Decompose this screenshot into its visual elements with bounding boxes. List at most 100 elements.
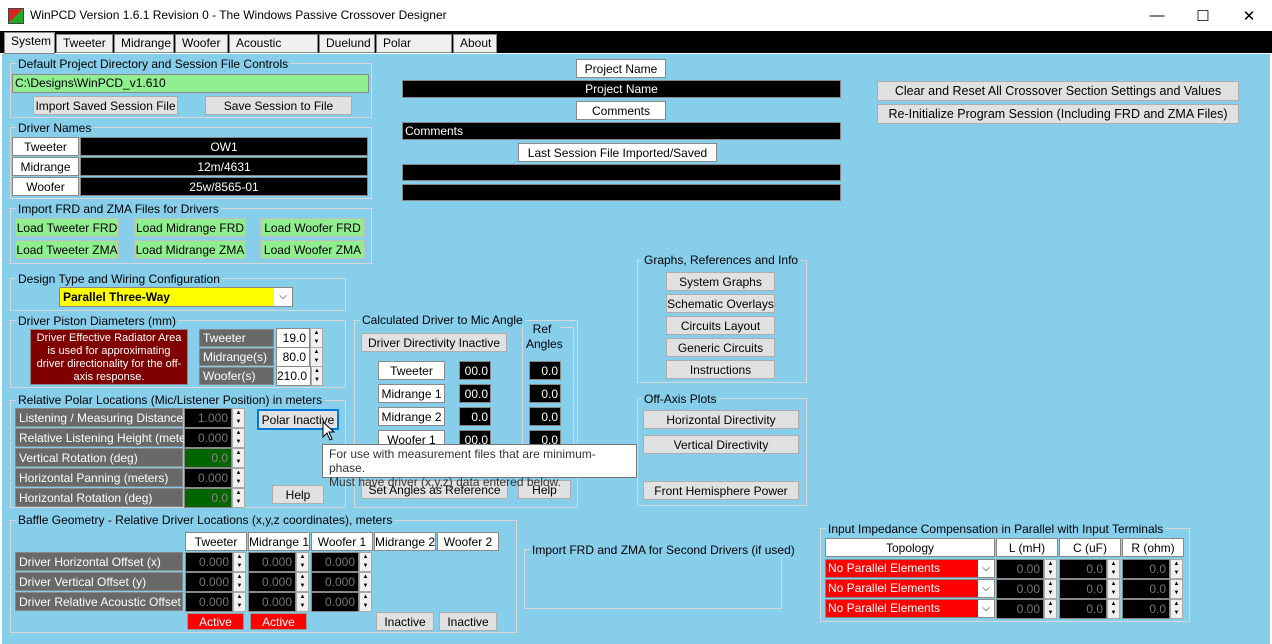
imp-topology-select-1[interactable]: No Parallel Elements⌵ [825, 559, 995, 578]
imp-r-input-1[interactable]: 0.0▲▼ [1122, 559, 1183, 579]
chevron-down-icon[interactable]: ⌵ [978, 600, 994, 617]
piston-tweeter-input[interactable]: 19.0▲▼ [276, 328, 323, 348]
tab-system[interactable]: System [4, 32, 55, 54]
project-name-field[interactable]: Project Name [402, 80, 841, 98]
baffle-x-woofer-input[interactable]: 0.000▲▼ [311, 552, 372, 572]
baffle-z-midrange-input[interactable]: 0.000▲▼ [248, 592, 309, 612]
vertical-rotation-label: Vertical Rotation (deg) [15, 448, 183, 467]
tab-about[interactable]: About [453, 34, 497, 53]
circuits-layout-button[interactable]: Circuits Layout [666, 316, 775, 335]
design-type-select[interactable]: Parallel Three-Way⌵ [59, 287, 293, 307]
save-session-button[interactable]: Save Session to File [205, 96, 352, 115]
baffle-y-midrange-input[interactable]: 0.000▲▼ [248, 572, 309, 592]
minimize-button[interactable]: — [1149, 7, 1165, 24]
schematic-overlays-button[interactable]: Schematic Overlays [666, 294, 775, 313]
import-session-button[interactable]: Import Saved Session File [33, 96, 178, 115]
baffle-z-woofer-input[interactable]: 0.000▲▼ [311, 592, 372, 612]
imp-topology-select-2[interactable]: No Parallel Elements⌵ [825, 579, 995, 598]
project-dir-legend: Default Project Directory and Session Fi… [16, 57, 291, 71]
vertical-directivity-button[interactable]: Vertical Directivity [643, 435, 799, 454]
baffle-y-woofer-input[interactable]: 0.000▲▼ [311, 572, 372, 592]
maximize-button[interactable]: ☐ [1196, 7, 1210, 25]
app-icon [8, 8, 24, 24]
midrange1-active-button[interactable]: Active [250, 613, 307, 630]
woofer-name-field[interactable]: 25w/8565-01 [80, 177, 368, 196]
imp-col-c: C (uF) [1059, 538, 1121, 557]
imp-c-input-1[interactable]: 0.0▲▼ [1059, 559, 1120, 579]
project-name-label: Project Name [576, 59, 666, 78]
graphs-legend: Graphs, References and Info [642, 253, 801, 267]
imp-r-input-3[interactable]: 0.0▲▼ [1122, 599, 1183, 619]
polar-inactive-button[interactable]: Polar Inactive [257, 409, 339, 430]
woofer2-inactive-button[interactable]: Inactive [439, 612, 497, 631]
tab-acoustic-offset[interactable]: Acoustic Offset [229, 34, 318, 67]
baffle-z-label: Driver Relative Acoustic Offset (z) [15, 592, 198, 611]
piston-tweeter-label: Tweeter [199, 329, 274, 347]
tab-duelund[interactable]: Duelund [319, 34, 375, 53]
chevron-down-icon[interactable]: ⌵ [274, 288, 292, 306]
imp-c-input-3[interactable]: 0.0▲▼ [1059, 599, 1120, 619]
midrange-name-label: Midrange [12, 157, 79, 176]
imp-topology-select-3[interactable]: No Parallel Elements⌵ [825, 599, 995, 618]
baffle-y-tweeter-input[interactable]: 0.000▲▼ [185, 572, 246, 592]
reinitialize-button[interactable]: Re-Initialize Program Session (Including… [877, 104, 1239, 124]
driver-directivity-button[interactable]: Driver Directivity Inactive [361, 333, 507, 352]
second-drivers-legend: Import FRD and ZMA for Second Drivers (i… [530, 543, 797, 557]
load-midrange-frd-button[interactable]: Load Midrange FRD [134, 218, 246, 237]
listening-height-input[interactable]: 0.000▲▼ [184, 428, 245, 448]
imp-l-input-1[interactable]: 0.00▲▼ [996, 559, 1057, 579]
ref-angles-legend: Ref Angles [524, 322, 563, 352]
load-tweeter-frd-button[interactable]: Load Tweeter FRD [15, 218, 119, 237]
piston-note: Driver Effective Radiator Area is used f… [30, 329, 188, 385]
horizontal-rotation-label: Horizontal Rotation (deg) [15, 488, 183, 507]
tweeter-active-button[interactable]: Active [187, 613, 244, 630]
tab-tweeter[interactable]: Tweeter [56, 34, 113, 53]
midrange-name-field[interactable]: 12m/4631 [80, 157, 368, 176]
baffle-z-tweeter-input[interactable]: 0.000▲▼ [185, 592, 246, 612]
instructions-button[interactable]: Instructions [666, 360, 775, 379]
front-hemisphere-power-button[interactable]: Front Hemisphere Power [643, 481, 799, 500]
generic-circuits-button[interactable]: Generic Circuits [666, 338, 775, 357]
piston-woofer-input[interactable]: 210.0▲▼ [276, 366, 323, 386]
tab-bar [0, 31, 1272, 53]
baffle-x-tweeter-input[interactable]: 0.000▲▼ [185, 552, 246, 572]
close-button[interactable]: ✕ [1242, 7, 1256, 25]
vertical-rotation-input[interactable]: 0.0▲▼ [184, 448, 245, 468]
imp-l-input-2[interactable]: 0.00▲▼ [996, 579, 1057, 599]
load-woofer-frd-button[interactable]: Load Woofer FRD [260, 218, 365, 237]
horizontal-directivity-button[interactable]: Horizontal Directivity [643, 410, 799, 429]
angle-midrange2-value: 0.0 [459, 407, 491, 426]
horizontal-panning-input[interactable]: 0.000▲▼ [184, 468, 245, 488]
baffle-x-midrange-input[interactable]: 0.000▲▼ [248, 552, 309, 572]
driver-names-group [10, 127, 372, 199]
driver-names-legend: Driver Names [16, 121, 94, 135]
set-angles-reference-button[interactable]: Set Angles as Reference [361, 480, 508, 499]
tab-midrange[interactable]: Midrange [114, 34, 174, 53]
load-woofer-zma-button[interactable]: Load Woofer ZMA [260, 240, 365, 259]
tab-woofer[interactable]: Woofer [175, 34, 228, 53]
imp-l-input-3[interactable]: 0.00▲▼ [996, 599, 1057, 619]
piston-midrange-input[interactable]: 80.0▲▼ [276, 347, 323, 367]
load-tweeter-zma-button[interactable]: Load Tweeter ZMA [15, 240, 119, 259]
load-midrange-zma-button[interactable]: Load Midrange ZMA [134, 240, 246, 259]
angles-help-button[interactable]: Help [518, 480, 571, 499]
chevron-down-icon[interactable]: ⌵ [978, 560, 994, 577]
design-type-legend: Design Type and Wiring Configuration [16, 272, 222, 286]
chevron-down-icon[interactable]: ⌵ [978, 580, 994, 597]
imp-c-input-2[interactable]: 0.0▲▼ [1059, 579, 1120, 599]
tab-polar-nodes[interactable]: Polar Nodes [376, 34, 452, 67]
title-bar [0, 0, 1272, 31]
horizontal-rotation-input[interactable]: 0.0▲▼ [184, 488, 245, 508]
polar-help-button[interactable]: Help [272, 485, 324, 504]
tweeter-name-field[interactable]: OW1 [80, 137, 368, 156]
clear-reset-button[interactable]: Clear and Reset All Crossover Section Se… [877, 81, 1239, 101]
project-path-field[interactable]: C:\Designs\WinPCD_v1.610 [12, 74, 369, 93]
imp-col-r: R (ohm) [1122, 538, 1184, 557]
system-graphs-button[interactable]: System Graphs [666, 272, 775, 291]
midrange2-inactive-button[interactable]: Inactive [376, 612, 434, 631]
listening-distance-input[interactable]: 1.000▲▼ [184, 408, 245, 428]
comments-field[interactable]: Comments [402, 122, 841, 140]
listening-distance-label: Listening / Measuring Distance [15, 408, 183, 427]
imp-r-input-2[interactable]: 0.0▲▼ [1122, 579, 1183, 599]
ref-midrange1-value: 0.0 [529, 384, 561, 403]
